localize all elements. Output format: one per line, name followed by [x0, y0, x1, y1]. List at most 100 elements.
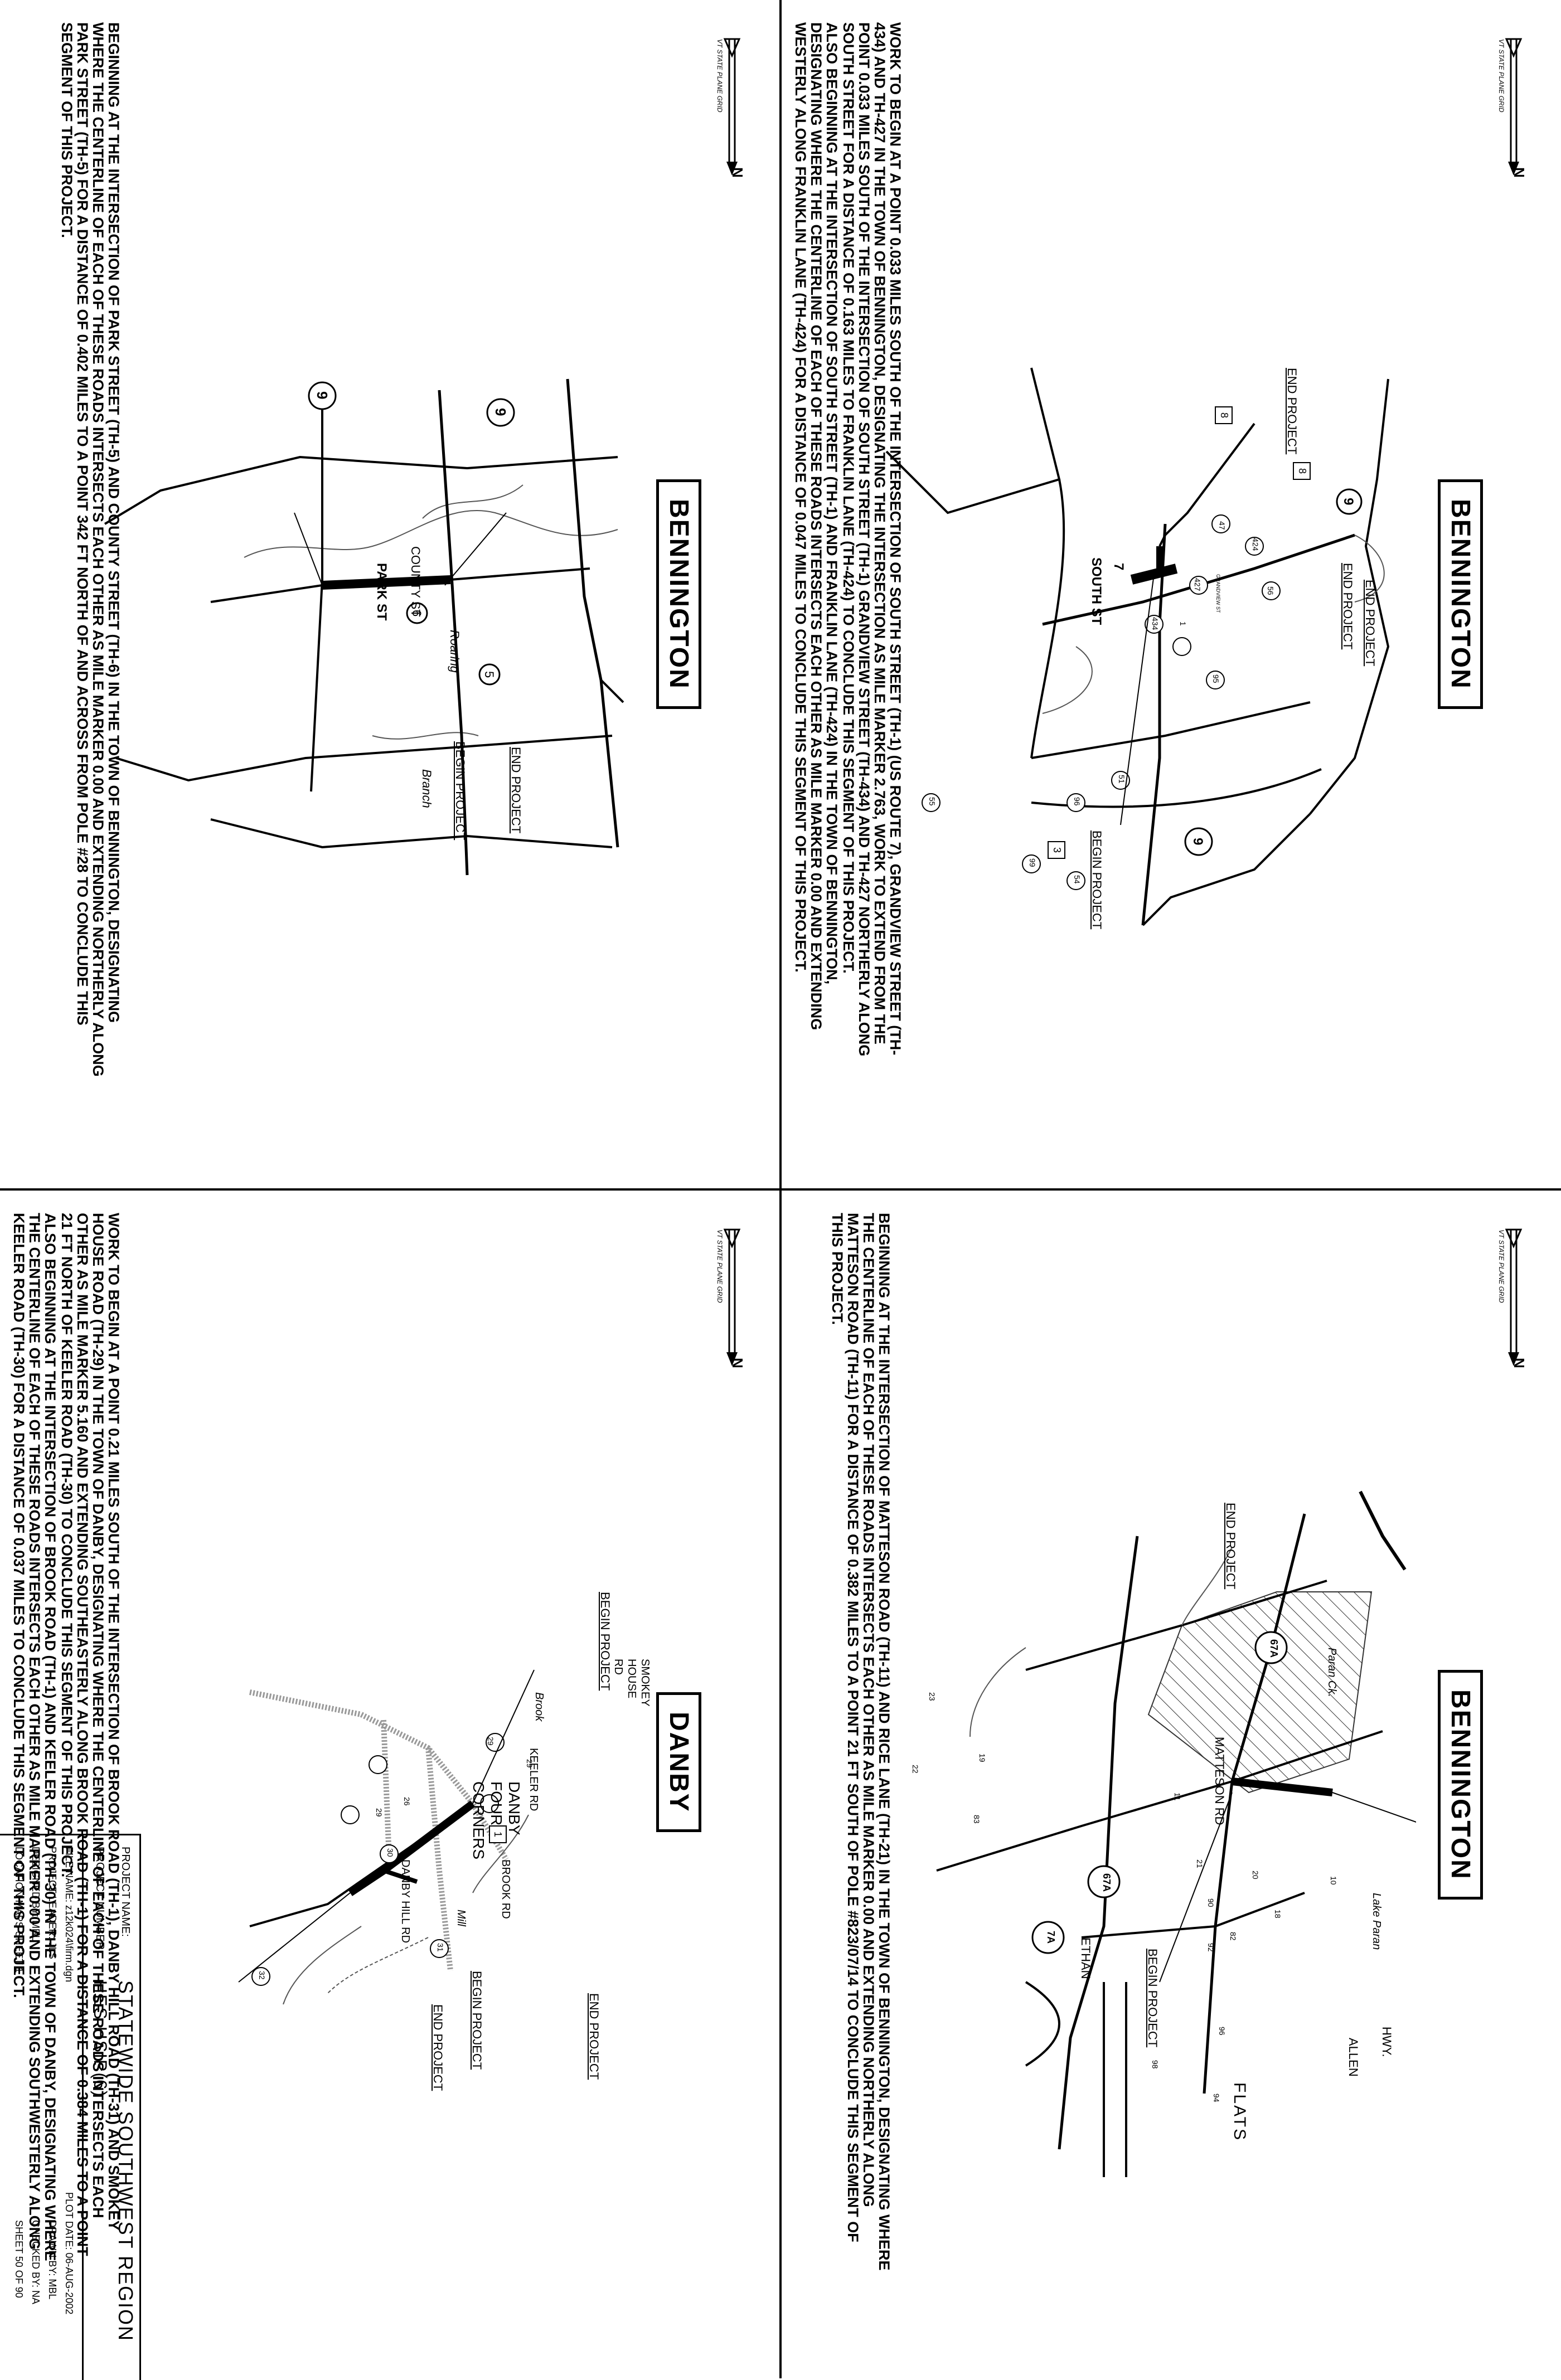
route-9-marker-a: 9 — [492, 408, 509, 416]
end-project-label: END PROJECT — [1224, 1503, 1238, 1590]
route-51-marker: 51 — [1117, 775, 1126, 784]
hwy-label: HWY. — [1380, 2027, 1394, 2057]
sheet-title: LOCATION MAPS SHEET 1 — [13, 1847, 25, 1973]
begin-project-label: BEGIN PROJECT — [453, 741, 467, 841]
plot-date: PLOT DATE: 06-AUG-2002 — [64, 2192, 75, 2315]
location-map — [104, 378, 624, 876]
paran-ck-label: Paran Ck. — [1326, 1648, 1338, 1697]
checked-by: CHECKED BY: NA — [30, 2220, 41, 2305]
horizontal-divider — [0, 1188, 1561, 1191]
begin-project-label: BEGIN PROJECT — [1146, 1949, 1160, 2048]
narrative: BEGINNING AT THE INTERSECTION OF MATTESO… — [828, 1213, 893, 2272]
end-project-label-2: END PROJECT — [1341, 563, 1355, 650]
south-st-label: SOUTH ST — [1089, 557, 1104, 625]
north-arrow-label: VT STATE PLANE GRID — [1497, 39, 1505, 113]
narrative: BEGINNING AT THE INTERSECTION OF PARK ST… — [58, 22, 122, 1081]
panel-title: BENNINGTON — [1438, 479, 1483, 709]
route-29-marker-a: 29 — [486, 1737, 495, 1746]
route-56-marker: 56 — [1266, 586, 1275, 595]
route-5-marker: 5 — [482, 671, 496, 678]
route-31-marker: 31 — [436, 1943, 445, 1952]
allen-label: ALLEN — [1346, 2038, 1360, 2077]
project-name-label: PROJECT NAME: — [119, 1847, 132, 1937]
narrative-paragraph-2: ALSO BEGINNING AT THE INTERSECTION OF SO… — [792, 22, 840, 1031]
park-st-label: PARK ST — [374, 563, 389, 621]
location-map — [936, 1490, 1416, 2177]
project-leader: PROJECT LEADER: JLS — [47, 1847, 58, 1959]
route-9-marker-b: 9 — [1190, 838, 1205, 846]
route-9-marker-a: 9 — [1341, 498, 1356, 506]
danby-four-corners-line2: FOUR — [488, 1781, 505, 1826]
route-96-marker: 96 — [1218, 2027, 1226, 2036]
route-18-marker: 18 — [1273, 1910, 1282, 1918]
end-project-label-1: END PROJECT — [431, 2004, 445, 2091]
route-55-marker: 55 — [928, 797, 937, 806]
north-arrow-icon — [723, 38, 741, 176]
brook-label: Brook — [533, 1692, 545, 1722]
end-project-label-2: END PROJECT — [587, 1993, 601, 2080]
route-19-marker: 19 — [978, 1754, 987, 1762]
designed-by: DESIGNED BY: MBL — [30, 1847, 41, 1941]
branch-label: Branch — [420, 769, 434, 808]
danby-four-corners-line3: CORNERS — [470, 1781, 487, 1860]
panel-title: DANBY — [656, 1692, 701, 1832]
end-project-label-1: END PROJECT — [1285, 368, 1299, 455]
route-83-marker: 83 — [972, 1815, 981, 1824]
brook-rd-label: BROOK RD — [500, 1859, 512, 1919]
location-map — [885, 367, 1390, 926]
route-427-marker: 427 — [1193, 578, 1202, 591]
north-arrow-label: VT STATE PLANE GRID — [716, 39, 724, 113]
county-st-label: COUNTY ST — [409, 546, 423, 617]
route-21-marker: 21 — [1195, 1859, 1204, 1868]
narrative-paragraph-1: WORK TO BEGIN AT A POINT 0.033 MILES SOU… — [840, 22, 904, 1057]
route-47-marker: 47 — [1218, 521, 1226, 530]
route-7a-marker: 7A — [1045, 1931, 1056, 1944]
keeler-rd-label: KEELER RD — [527, 1748, 540, 1811]
grandview-st-label: GRANDVIEW ST — [1215, 574, 1221, 613]
route-424-marker: 424 — [1251, 538, 1260, 551]
project-number-label: PROJECT NUMBER: — [94, 1847, 106, 1953]
route-29-marker-c: 29 — [525, 1759, 534, 1768]
route-99-marker: 99 — [1028, 858, 1037, 867]
danby-hill-rd-label: DANBY HILL RD — [399, 1859, 411, 1944]
route-94-marker: 94 — [1212, 2094, 1221, 2102]
north-arrow-icon — [1505, 38, 1523, 176]
panel-title: BENNINGTON — [656, 479, 701, 709]
route-20-marker: 20 — [1251, 1871, 1260, 1879]
panel-bennington-matteson: N VT STATE PLANE GRID BENNINGTON — [782, 1191, 1561, 2378]
danby-four-corners-line1: DANBY — [506, 1781, 523, 1835]
panel-danby: N VT STATE PLANE GRID DANBY — [0, 1191, 779, 2378]
flats-label: FLATS — [1230, 2082, 1249, 2142]
route-29-marker-b: 29 — [375, 1808, 384, 1817]
north-arrow-icon — [1505, 1228, 1523, 1366]
route-32-marker: 32 — [258, 1971, 266, 1980]
route-8-box-a: 8 — [1297, 468, 1308, 474]
north-arrow-letter: N — [729, 1358, 746, 1368]
file-name: FILE NAME: z12k024\firm.dgn — [64, 1847, 75, 1983]
route-67a-marker-b: 67A — [1101, 1873, 1112, 1892]
matteson-rd-label: MATTESON RD — [1213, 1737, 1226, 1825]
north-arrow-label: VT STATE PLANE GRID — [716, 1230, 724, 1303]
begin-project-label-2: BEGIN PROJECT — [470, 1971, 484, 2070]
panel-title: BENNINGTON — [1438, 1670, 1483, 1900]
route-26-marker: 26 — [403, 1797, 411, 1806]
route-54-marker: 54 — [1073, 875, 1082, 884]
route-67a-marker-a: 67A — [1268, 1639, 1279, 1658]
sheet-number: SHEET 50 OF 90 — [13, 2220, 25, 2298]
route-98-marker: 98 — [1151, 2060, 1160, 2069]
route-23-marker: 23 — [928, 1692, 937, 1701]
route-10-marker: 10 — [1329, 1876, 1338, 1885]
smokey-house-rd-line2: HOUSE — [626, 1659, 638, 1699]
lake-paran-label: Lake Paran — [1370, 1893, 1383, 1950]
north-arrow-letter: N — [729, 167, 746, 178]
ethan-label: ETHAN — [1079, 1937, 1093, 1979]
mill-label: Mill — [455, 1910, 467, 1926]
route-95-marker: 95 — [1211, 674, 1220, 683]
route-22-marker: 22 — [911, 1765, 920, 1774]
route-1-marker: 1 — [1179, 621, 1187, 626]
location-map — [238, 1669, 535, 2005]
title-block: PROJECT NAME: STATEWIDE SOUTHWEST REGION… — [0, 1834, 141, 2380]
narrative-paragraph: BEGINNING AT THE INTERSECTION OF PARK ST… — [59, 22, 122, 1077]
smokey-house-rd-line1: SMOKEY — [639, 1659, 651, 1707]
narrative: WORK TO BEGIN AT A POINT 0.033 MILES SOU… — [792, 22, 904, 1081]
